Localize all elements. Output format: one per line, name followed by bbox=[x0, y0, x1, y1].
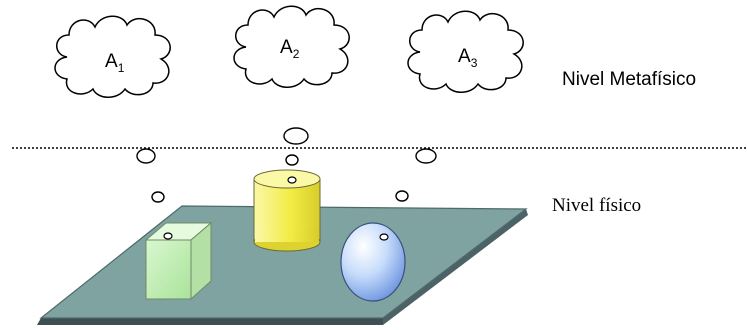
cloud-a3-label: A3 bbox=[458, 46, 478, 70]
cloud-a1: A1 bbox=[54, 15, 171, 98]
thought-bubble-a1-small bbox=[151, 191, 165, 203]
cube-object bbox=[144, 221, 213, 301]
thought-bubble-a3-large bbox=[415, 148, 437, 164]
ellipsoid-body bbox=[340, 222, 406, 302]
cloud-a2: A2 bbox=[233, 5, 350, 88]
level-physical-label: Nivel físico bbox=[552, 195, 641, 216]
thought-bubble-a2-large bbox=[283, 127, 309, 145]
cylinder-top bbox=[253, 169, 321, 189]
cylinder-connector bbox=[287, 176, 297, 184]
cube-front bbox=[145, 239, 192, 300]
cloud-a2-label: A2 bbox=[280, 37, 300, 61]
thought-bubble-a3-small bbox=[395, 190, 409, 202]
cloud-a1-shape bbox=[54, 15, 171, 98]
level-metaphysical-label: Nivel Metafísico bbox=[562, 69, 696, 90]
table-edge bbox=[37, 318, 383, 325]
cloud-a3: A3 bbox=[407, 10, 524, 93]
table-side bbox=[383, 209, 528, 325]
thought-bubble-a1-large bbox=[136, 148, 156, 164]
cube-connector bbox=[163, 232, 173, 240]
ellipsoid-connector bbox=[379, 233, 389, 241]
thought-bubble-a2-small bbox=[285, 154, 299, 166]
cloud-a2-shape bbox=[233, 5, 350, 88]
cloud-a1-label: A1 bbox=[105, 51, 125, 75]
cloud-a3-shape bbox=[407, 10, 524, 93]
cylinder-object bbox=[253, 169, 321, 252]
ellipsoid-object bbox=[340, 222, 406, 302]
